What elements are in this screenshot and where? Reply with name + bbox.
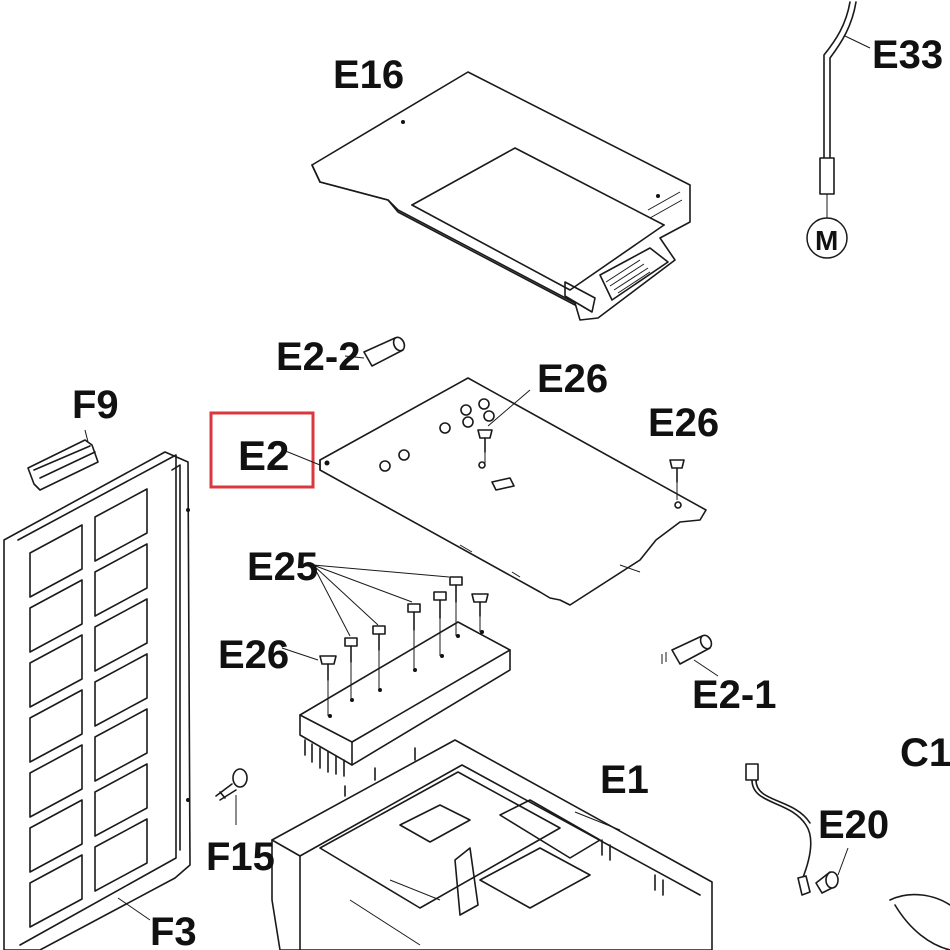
label-e20: E20 [818, 803, 889, 847]
label-f15: F15 [206, 835, 275, 879]
label-e1: E1 [600, 758, 649, 802]
screw-e26-right [471, 593, 489, 632]
filter-cell [29, 854, 83, 928]
filter-cell [94, 488, 148, 562]
label-e26-left: E26 [218, 633, 289, 677]
filter-cell [29, 689, 83, 763]
filter-cell [29, 634, 83, 708]
label-e25: E25 [247, 545, 318, 589]
label-f3: F3 [150, 910, 197, 950]
part-f9-clip [27, 429, 99, 491]
screw-e25-5 [449, 576, 463, 636]
screw-e26-left [281, 647, 337, 716]
part-e33-sensor [819, 1, 871, 218]
filter-grid [29, 488, 148, 928]
part-f3-filter [3, 451, 191, 950]
screw-e25-3 [407, 603, 421, 670]
filter-cell [94, 598, 148, 672]
part-e1-housing [271, 739, 713, 950]
highlight-e2 [209, 411, 321, 489]
label-e2: E2 [238, 432, 289, 479]
label-sticker-text [605, 259, 651, 294]
screws-e25 [312, 564, 463, 700]
label-e33: E33 [872, 33, 943, 77]
part-f15-screw [215, 768, 248, 825]
part-e20-wire [745, 763, 849, 896]
part-e2-board [319, 377, 707, 606]
label-e26-board-b: E26 [648, 401, 719, 445]
filter-cell [29, 799, 83, 873]
part-e16-cover [311, 71, 691, 321]
label-e2-1: E2-1 [692, 673, 777, 717]
screw-e25-4 [433, 591, 447, 656]
label-e26-board-a: E26 [537, 357, 608, 401]
screw-e25-2 [372, 625, 386, 690]
label-e2-2: E2-2 [276, 335, 361, 379]
screw-e26-board-a [477, 389, 531, 465]
label-m: M [815, 225, 838, 256]
filter-cell [29, 744, 83, 818]
labels: E16 E33 M E2-2 E26 E26 E2 F9 E25 E26 E2-… [72, 33, 950, 950]
filter-cell [94, 653, 148, 727]
label-f9: F9 [72, 383, 119, 427]
part-e2-1-fuse [661, 634, 719, 677]
filter-cell [94, 543, 148, 617]
part-e2-2-fuse [344, 336, 406, 367]
filter-cell [29, 524, 83, 598]
highlight-box-e2 [209, 411, 315, 489]
label-c1: C1 [900, 731, 950, 775]
filter-cell [29, 579, 83, 653]
screw-e25-1 [344, 637, 358, 700]
label-e16: E16 [333, 53, 404, 97]
motor-marker [806, 217, 848, 259]
screw-e26-board-b [669, 459, 685, 500]
heatsink-fins [304, 739, 345, 777]
filter-cell [94, 763, 148, 837]
leader-lines-e25 [312, 564, 450, 637]
part-c1-edge [889, 893, 950, 950]
filter-cell [94, 708, 148, 782]
filter-cell [94, 818, 148, 892]
